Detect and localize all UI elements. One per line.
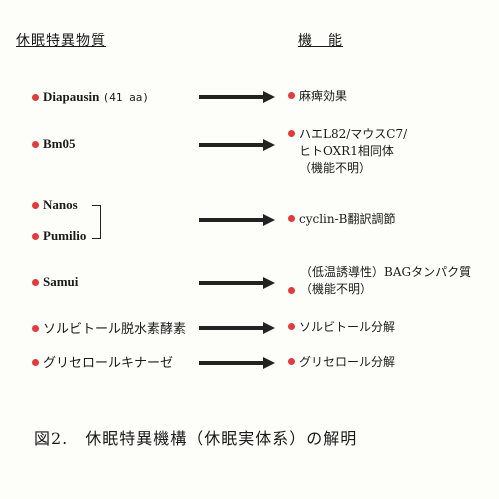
arrow-icon [199,277,275,289]
substance-diapausin: Diapausin (41 aa) [32,89,149,105]
bullet-icon [32,325,39,332]
substance-diapausin-sub: (41 aa) [102,91,149,104]
bracket [92,205,101,239]
substance-glycerol-kinase: グリセロールキナーゼ [32,352,173,371]
function-header: 機 能 [298,33,343,49]
bullet-icon [32,93,39,101]
substance-pumilio: Pumilio [32,228,86,244]
figure-caption: 図2. 休眠特異機構（休眠実体系）の解明 [34,429,358,448]
bullet-icon [288,358,295,365]
bullet-icon [288,92,295,99]
function-sorbitol: ソルビトール分解 [288,319,395,336]
function-samui: （低温誘導性）BAGタンパク質 （機能不明） [300,265,472,296]
function-diapausin: 麻痺効果 [288,88,347,105]
substances-header: 休眠特異物質 [16,33,106,49]
function-bm05: ハエL82/マウスC7/ ヒトOXR1相同体 （機能不明） [288,126,407,177]
bullet-icon [288,287,295,294]
function-nanos-pumilio: cyclin-B翻訳調節 [288,211,396,228]
substance-bm05: Bm05 [32,136,76,152]
bullet-icon [32,140,39,148]
function-glycerol: グリセロール分解 [288,354,395,371]
substance-nanos: Nanos [32,197,78,213]
bullet-icon [288,323,295,330]
bullet-icon [32,359,39,366]
substance-sorbitol-dehydrogenase: ソルビトール脱水素酵素 [32,318,186,337]
arrow-icon [199,357,275,369]
substance-samui: Samui [32,274,78,290]
bullet-icon [32,278,39,286]
bullet-icon [288,215,295,222]
arrow-icon [199,322,275,334]
bullet-icon [32,232,39,240]
arrow-icon [199,139,275,151]
bullet-icon [32,201,39,209]
arrow-icon [199,91,275,103]
arrow-icon [199,214,275,226]
bullet-icon [288,130,295,137]
